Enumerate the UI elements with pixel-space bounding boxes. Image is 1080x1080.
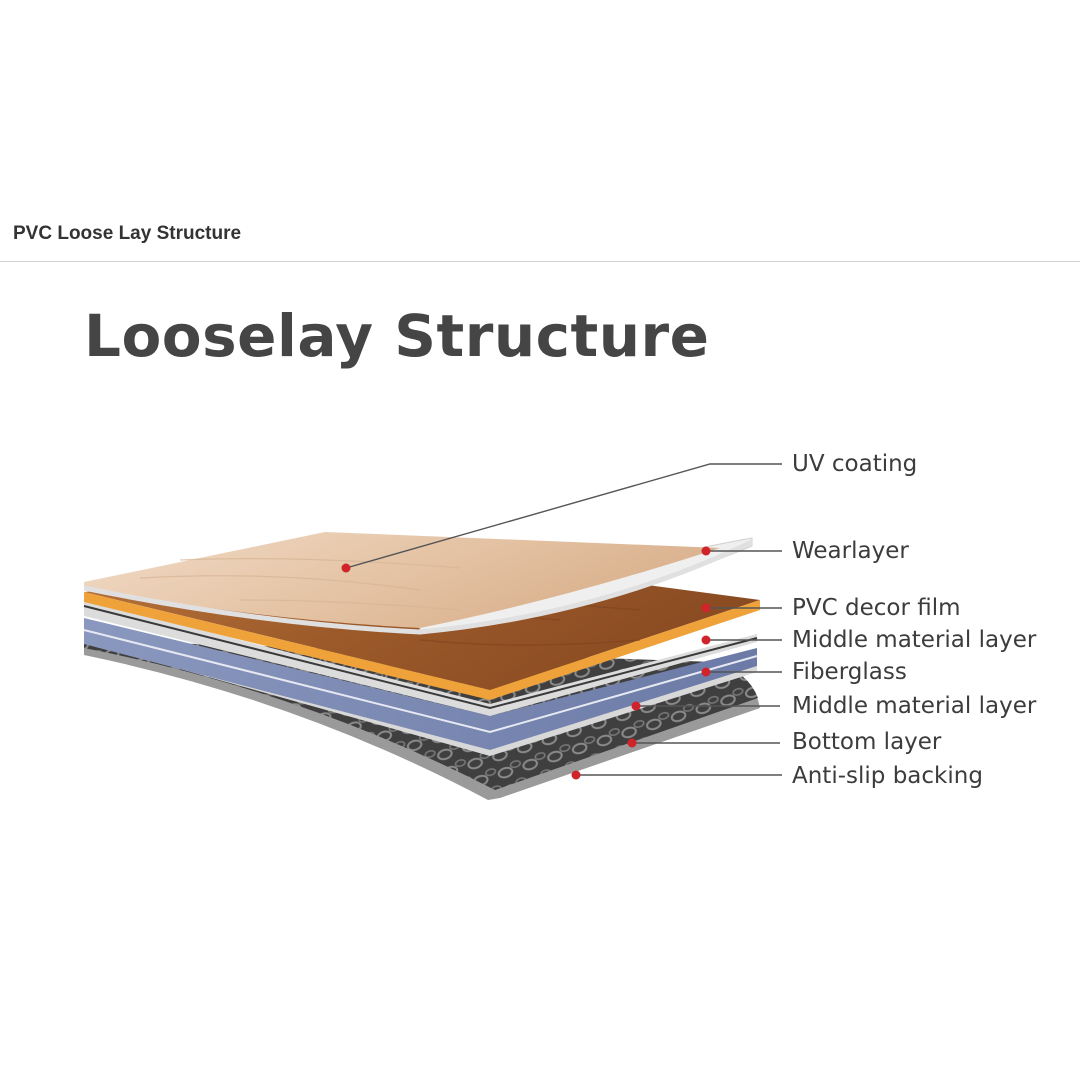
label-pvc-decor-film: PVC decor film [792, 595, 961, 621]
marker-wearlayer [701, 546, 711, 556]
uv-coating-layer [83, 532, 754, 635]
marker-uv-coating [341, 563, 351, 573]
label-uv-coating: UV coating [792, 451, 918, 477]
marker-anti-slip-backing [571, 770, 581, 780]
label-middle-material-layer-2: Middle material layer [792, 693, 1037, 719]
label-middle-material-layer-1: Middle material layer [792, 627, 1037, 653]
page-title: PVC Loose Lay Structure [13, 223, 242, 244]
marker-pvc-decor-film [701, 603, 711, 613]
label-wearlayer: Wearlayer [792, 538, 909, 564]
label-anti-slip-backing: Anti-slip backing [792, 763, 983, 789]
marker-middle-material-layer-1 [701, 635, 711, 645]
marker-fiberglass [701, 667, 711, 677]
label-bottom-layer: Bottom layer [792, 729, 942, 755]
leader-line-uv-coating [345, 463, 782, 569]
diagram-heading: Looselay Structure [84, 302, 710, 370]
marker-middle-material-layer-2 [631, 701, 641, 711]
label-fiberglass: Fiberglass [792, 659, 907, 685]
marker-bottom-layer [627, 738, 637, 748]
blue-middle-layers [83, 618, 758, 750]
header-divider [0, 261, 1080, 262]
